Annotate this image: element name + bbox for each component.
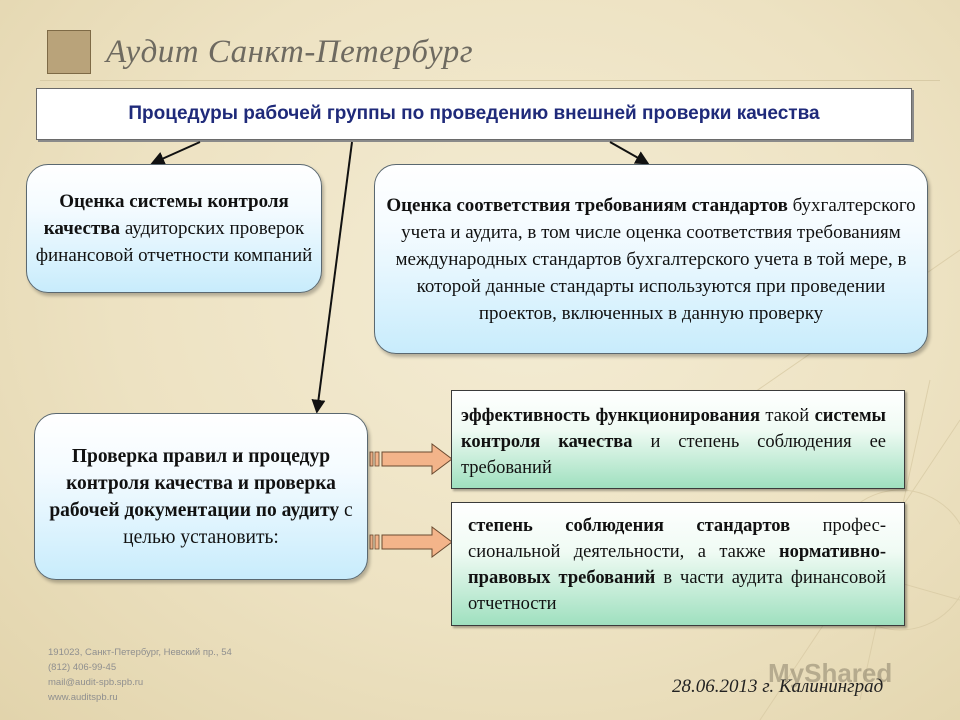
result-1-bold-1: эффективность функционирования bbox=[461, 406, 760, 426]
box-check-bold: Проверка правил и процедур контроля каче… bbox=[49, 445, 340, 521]
result-1-bold-2: системы контроля качества bbox=[461, 406, 886, 452]
box-standards-compliance-assessment: Оценка соответствия требованиям стандарт… bbox=[374, 164, 928, 354]
result-1-text-2: и степень соблюдения ее требований bbox=[461, 432, 886, 478]
block-arrow-result-2 bbox=[369, 526, 453, 558]
footer-website: www.auditspb.ru bbox=[48, 692, 118, 703]
footer-email: mail@audit-spb.spb.ru bbox=[48, 677, 144, 688]
result-2-text-1: профес-сиональной деятельности, а также bbox=[468, 516, 886, 562]
watermark: MyShared bbox=[768, 658, 893, 688]
box-quality-control-assessment: Оценка системы контроля качества аудитор… bbox=[26, 164, 322, 293]
block-arrow-result-1 bbox=[369, 443, 453, 475]
header-divider bbox=[40, 80, 940, 81]
date-place: 28.06.2013 г. Калининград bbox=[672, 676, 884, 697]
arrow-to-check-box bbox=[311, 141, 353, 414]
box-left-bold: Оценка системы контроля качества bbox=[43, 191, 289, 239]
box-check-text: с целью установить: bbox=[123, 499, 353, 548]
result-2-bold-2: нормативно-правовых требований bbox=[468, 542, 886, 588]
result-2-text-2: в части аудита финансовой отчетности bbox=[468, 568, 886, 614]
footer-address: 191023, Санкт-Петербург, Невский пр., 54 bbox=[48, 647, 232, 658]
result-box-compliance: степень соблюдения стандартов профес-сио… bbox=[451, 502, 905, 626]
footer-contacts: 191023, Санкт-Петербург, Невский пр., 54… bbox=[48, 645, 232, 705]
result-1-text-1: такой bbox=[759, 406, 815, 426]
footer-phone: (812) 406-99-45 bbox=[48, 662, 117, 673]
box-right-bold: Оценка соответствия требованиям стандарт… bbox=[386, 194, 788, 216]
box-rules-procedures-check: Проверка правил и процедур контроля каче… bbox=[34, 413, 368, 580]
arrow-to-right-box bbox=[609, 141, 650, 165]
arrow-to-left-box bbox=[150, 141, 201, 165]
diagram-title: Процедуры рабочей группы по проведению в… bbox=[128, 103, 820, 124]
brand-name: Аудит Санкт-Петербург bbox=[106, 34, 474, 70]
box-right-text: бухгалтерского учета и аудита, в том чис… bbox=[395, 194, 916, 324]
box-left-text: аудиторских проверок финансовой отчетнос… bbox=[35, 218, 313, 266]
result-2-bold-1: степень соблюдения стандартов bbox=[468, 516, 791, 536]
title-box: Процедуры рабочей группы по проведению в… bbox=[36, 88, 912, 140]
company-logo bbox=[47, 30, 91, 74]
result-box-effectiveness: эффективность функционирования такой сис… bbox=[451, 390, 905, 489]
